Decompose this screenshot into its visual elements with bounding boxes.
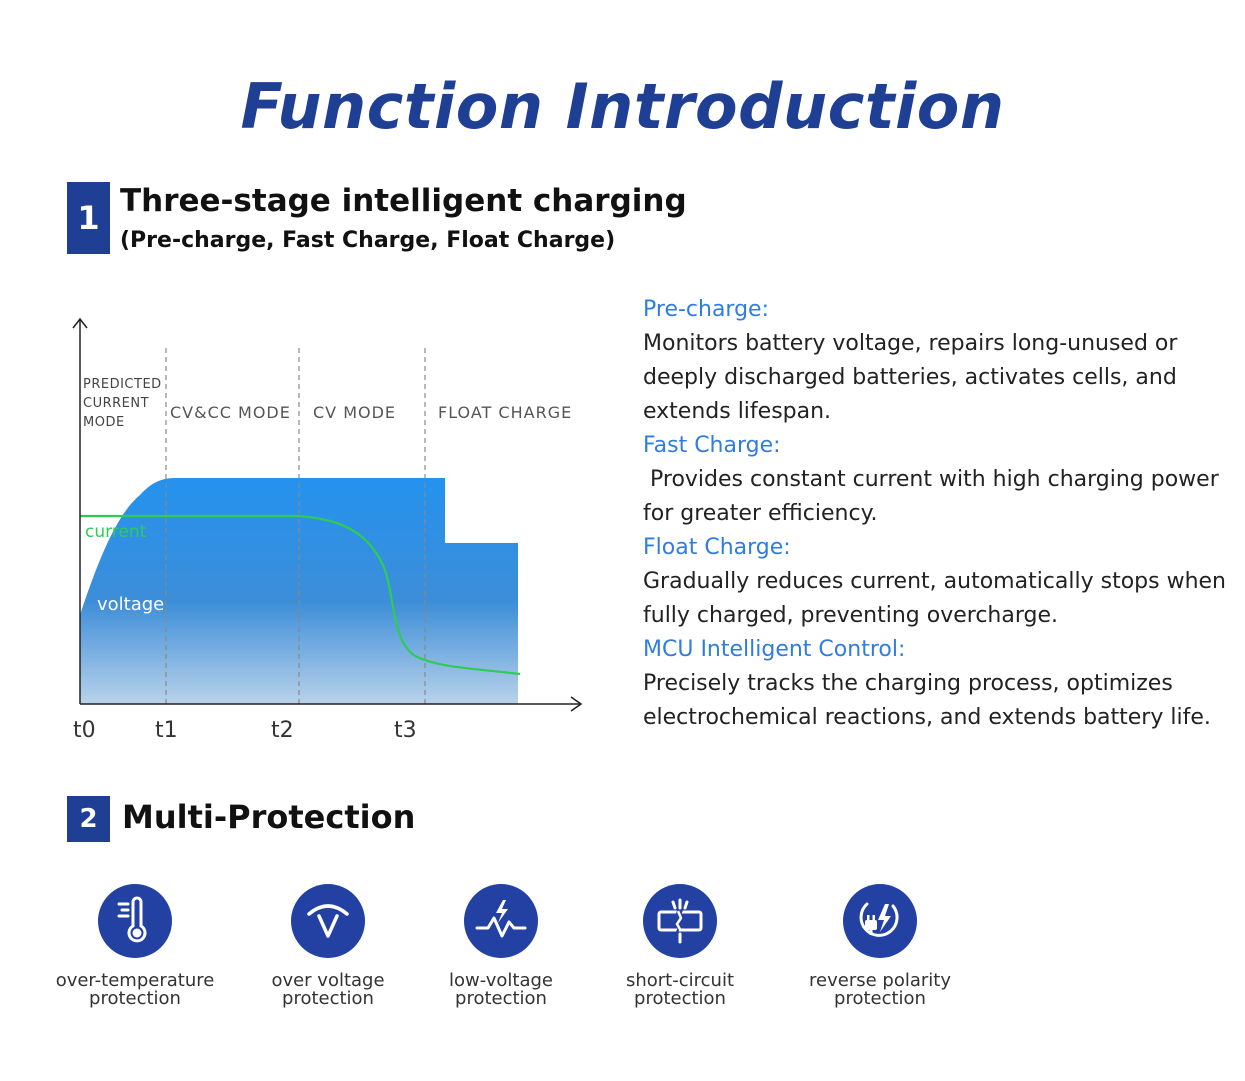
voltage-label: voltage [97, 594, 164, 615]
protection-over-temperature: over-temperature protection [35, 884, 235, 1008]
current-label: current [85, 522, 147, 542]
tick-t3: t3 [394, 718, 417, 743]
mode-label-float: FLOAT CHARGE [438, 403, 572, 422]
section-title: Multi-Protection [122, 798, 416, 836]
mode-label-predicted: PREDICTED CURRENT MODE [83, 377, 166, 430]
plug-bolt-icon [843, 884, 917, 958]
charging-stage-diagram: PREDICTED CURRENT MODE CV&CC MODE CV MOD… [72, 317, 583, 743]
desc-text-fastcharge: Provides constant current with high char… [643, 467, 1226, 526]
section-number-badge: 1 [67, 182, 110, 254]
desc-heading-fastcharge: Fast Charge: [643, 433, 781, 458]
protection-label: over voltage protection [271, 970, 385, 1009]
page-title: Function Introduction [240, 70, 1005, 143]
waveform-bolt-icon [464, 884, 538, 958]
protection-reverse-polarity: reverse polarity protection [780, 884, 980, 1008]
section-subtitle: (Pre-charge, Fast Charge, Float Charge) [120, 228, 616, 253]
protection-label: reverse polarity protection [809, 970, 951, 1009]
broken-circuit-icon [643, 884, 717, 958]
desc-heading-precharge: Pre-charge: [643, 297, 770, 322]
desc-text-mcu: Precisely tracks the charging process, o… [643, 671, 1211, 730]
y-axis-arrow [72, 317, 88, 329]
tick-t2: t2 [271, 718, 294, 743]
stage-descriptions: Pre-charge: Monitors battery voltage, re… [643, 293, 1233, 735]
desc-text-precharge: Monitors battery voltage, repairs long-u… [643, 331, 1178, 424]
x-axis-arrow [570, 696, 583, 712]
desc-text-floatcharge: Gradually reduces current, automatically… [643, 569, 1226, 628]
section-number-badge: 2 [67, 796, 110, 842]
section-title: Three-stage intelligent charging [120, 183, 687, 219]
protection-over-voltage: over voltage protection [228, 884, 428, 1008]
thermometer-icon [98, 884, 172, 958]
desc-heading-floatcharge: Float Charge: [643, 535, 791, 560]
protection-label: over-temperature protection [55, 970, 215, 1009]
tick-t0: t0 [73, 718, 96, 743]
voltage-v-icon [291, 884, 365, 958]
protection-low-voltage: low-voltage protection [401, 884, 601, 1008]
mode-label-cv: CV MODE [313, 403, 396, 422]
mode-label-cvcc: CV&CC MODE [170, 403, 291, 422]
protection-label: short-circuit protection [625, 970, 735, 1009]
protection-label: low-voltage protection [448, 970, 553, 1009]
current-line [80, 514, 521, 676]
desc-heading-mcu: MCU Intelligent Control: [643, 637, 906, 662]
tick-t1: t1 [155, 718, 178, 743]
protection-short-circuit: short-circuit protection [580, 884, 780, 1008]
